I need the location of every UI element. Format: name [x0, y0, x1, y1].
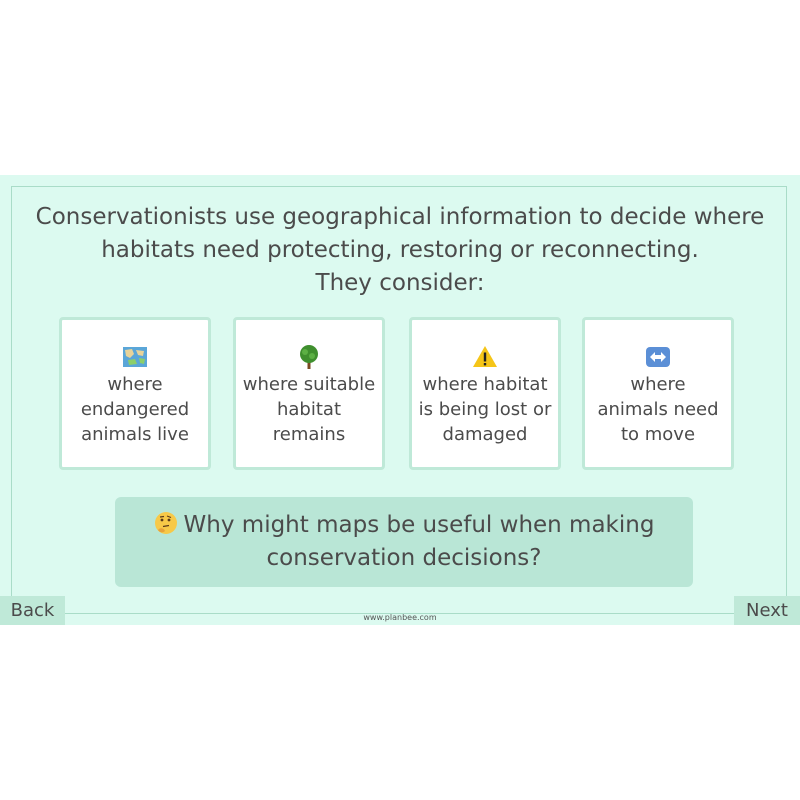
card-4-line-2: animals need: [597, 399, 719, 420]
card-2-line-2: habitat: [276, 399, 341, 420]
card-4-line-1: where: [630, 374, 686, 395]
card-habitat-lost: where habitat is being lost or damaged: [409, 317, 561, 470]
heading-line-3: They consider:: [315, 270, 485, 296]
card-3-line-2: is being lost or: [418, 399, 552, 420]
question-line-2: conservation decisions?: [266, 545, 542, 571]
slide: Conservationists use geographical inform…: [0, 175, 800, 625]
warning-icon: [473, 346, 497, 367]
card-endangered-animals: where endangered animals live: [59, 317, 211, 470]
thinking-face-icon: [154, 512, 177, 534]
question-line-1: Why might maps be useful when making: [183, 512, 655, 538]
card-2-line-3: remains: [272, 424, 346, 445]
footer-url: www.planbee.com: [363, 613, 437, 622]
discussion-question: Why might maps be useful when making con…: [115, 497, 693, 587]
card-1-line-1: where: [107, 374, 163, 395]
card-suitable-habitat: where suitable habitat remains: [233, 317, 385, 470]
heading-line-1: Conservationists use geographical inform…: [35, 204, 765, 230]
card-3-line-3: damaged: [442, 424, 528, 445]
slide-frame: [11, 186, 787, 614]
card-1-line-2: endangered: [80, 399, 190, 420]
heading-line-2: habitats need protecting, restoring or r…: [101, 237, 699, 263]
left-right-arrow-icon: [646, 347, 670, 367]
card-1-line-3: animals live: [81, 424, 189, 445]
map-icon: [123, 347, 147, 367]
tree-icon: [300, 345, 318, 369]
consideration-cards: where endangered animals live where suit…: [0, 317, 800, 472]
slide-heading: Conservationists use geographical inform…: [20, 201, 780, 300]
card-4-line-3: to move: [620, 424, 696, 445]
next-button[interactable]: Next: [734, 596, 800, 625]
card-2-line-1: where suitable: [242, 374, 376, 395]
card-animals-move: where animals need to move: [582, 317, 734, 470]
back-button[interactable]: Back: [0, 596, 65, 625]
card-3-line-1: where habitat: [422, 374, 548, 395]
